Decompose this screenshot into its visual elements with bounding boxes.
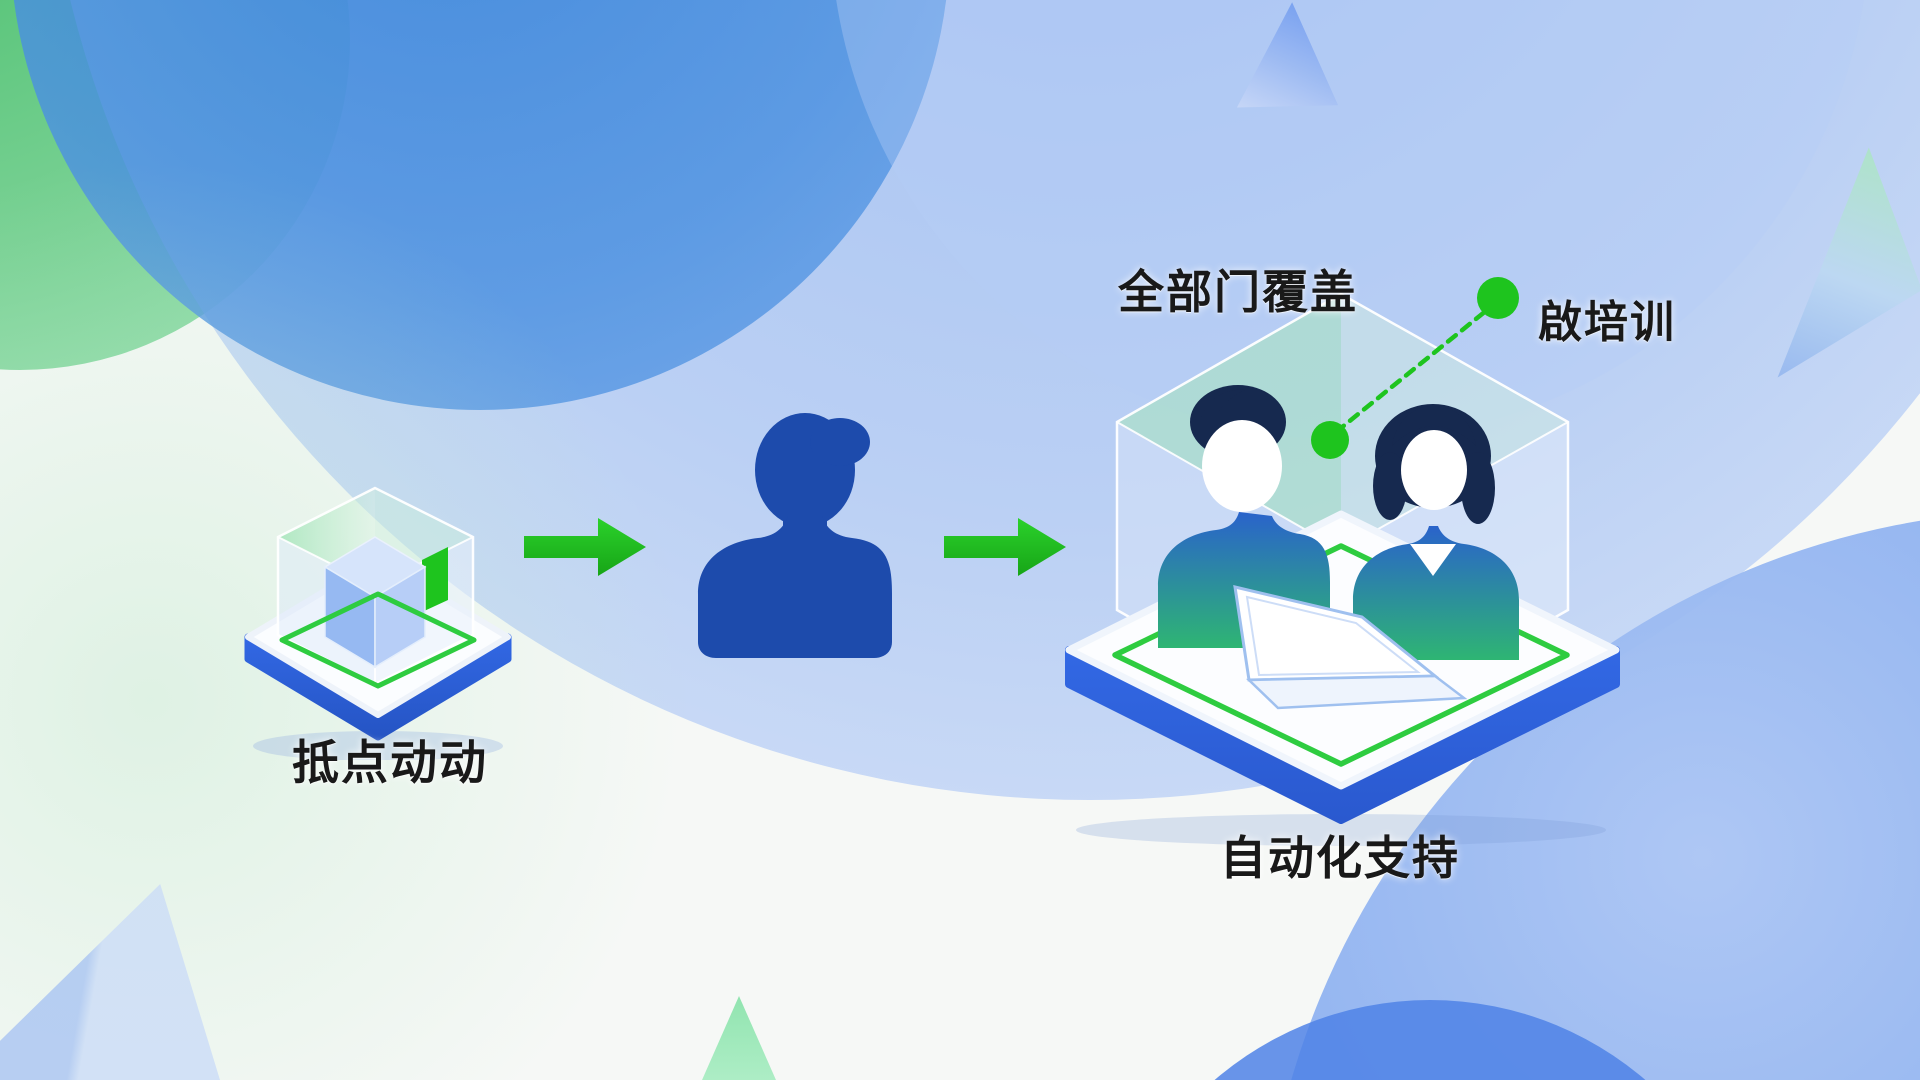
laptop-icon xyxy=(1233,585,1468,710)
woman-figure xyxy=(1353,404,1519,660)
woman-body xyxy=(1353,526,1519,660)
callout-label: 啟培训 xyxy=(1538,298,1676,347)
green-accent-face xyxy=(422,547,448,612)
step1-label: 抵点动动 xyxy=(292,736,488,789)
woman-collar xyxy=(1410,544,1456,576)
user-silhouette-icon xyxy=(698,413,892,658)
arrow-right-icon xyxy=(944,518,1066,576)
inner-cube xyxy=(323,536,427,669)
woman-face xyxy=(1401,430,1467,510)
platform-shadow xyxy=(253,731,503,760)
person-hair xyxy=(810,418,870,466)
man-face xyxy=(1202,420,1282,512)
bg-triangle-bottom-center xyxy=(702,996,776,1080)
arrow-right-icon xyxy=(524,518,646,576)
cube-platform-icon xyxy=(244,486,512,760)
step3-top-label: 全部门覆盖 xyxy=(1118,266,1358,318)
team-collaboration-icon xyxy=(1065,277,1620,846)
step3-bottom-label: 自动化支持 xyxy=(1220,832,1460,884)
callout-dashed-line xyxy=(1333,303,1495,435)
platform-shadow xyxy=(1076,814,1606,846)
person-shoulders xyxy=(698,516,892,658)
green-dot-marker xyxy=(1311,421,1349,459)
green-dot-callout xyxy=(1477,277,1519,319)
green-outline xyxy=(279,591,477,689)
